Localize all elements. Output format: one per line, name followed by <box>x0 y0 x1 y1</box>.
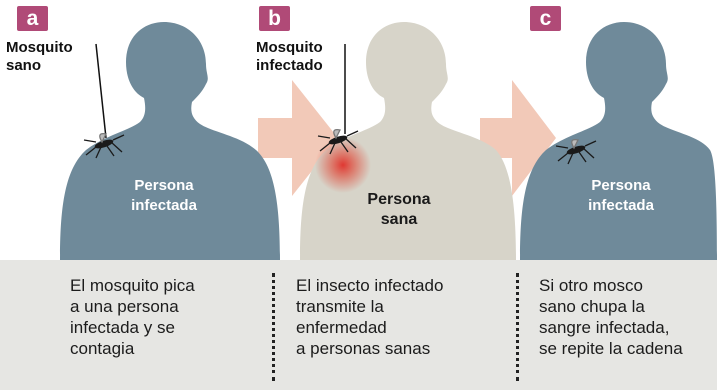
person-silhouette <box>520 22 717 262</box>
step-divider <box>516 273 519 381</box>
mosquito-icon <box>555 139 597 165</box>
person-silhouette <box>300 22 516 262</box>
mosquito-icon <box>317 129 359 155</box>
caption-step-a: El mosquito pica a una persona infectada… <box>70 276 195 358</box>
infected-person-label: Persona infectada <box>588 177 654 214</box>
caption-step-b: El insecto infectado transmite la enferm… <box>296 276 444 358</box>
panel-c-badge: c <box>530 6 561 31</box>
healthy-person-label: Persona sana <box>367 191 431 228</box>
step-divider <box>272 273 275 381</box>
callout-line <box>95 43 107 139</box>
panel-b-badge: b <box>259 6 290 31</box>
mosquito-icon <box>83 133 125 159</box>
infected-mosquito-label: Mosquito infectado <box>256 39 323 74</box>
flow-arrow-icon <box>258 80 338 196</box>
person-silhouette <box>60 22 280 262</box>
bite-glow <box>315 137 371 193</box>
flow-arrow-icon <box>480 80 556 196</box>
panel-a-badge: a <box>17 6 48 31</box>
infected-person-label: Persona infectada <box>131 177 197 214</box>
caption-band <box>0 260 717 390</box>
healthy-mosquito-label: Mosquito sano <box>6 39 73 74</box>
caption-step-c: Si otro mosco sano chupa la sangre infec… <box>539 276 683 358</box>
